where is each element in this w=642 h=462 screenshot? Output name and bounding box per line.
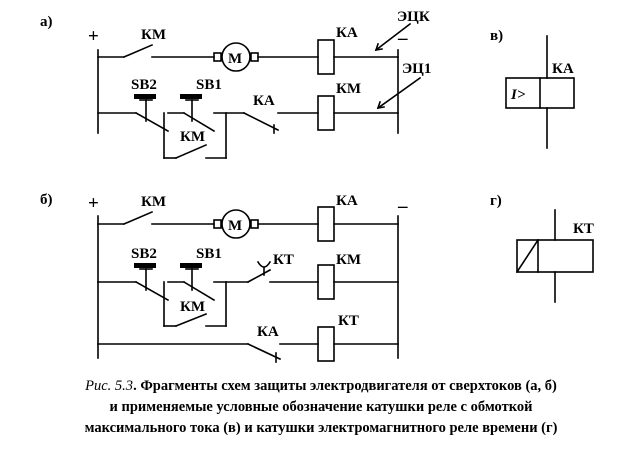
label-km: КМ [141,27,166,43]
label-ka: КА [336,193,358,209]
label-km: КМ [180,129,205,145]
sb2-button-cap [134,263,156,268]
plus-sign: + [88,26,99,47]
label-ka: КА [257,324,279,340]
figure-caption: Рис. 5.3. Фрагменты схем защиты электрод… [0,376,642,439]
label-kt: КТ [273,252,294,268]
label-km: КМ [336,81,361,97]
minus-sign: – [397,28,408,49]
label-sb1: SB1 [196,77,222,93]
panel-a-circuit [97,22,422,160]
panel-label-g: г) [490,193,502,209]
label-sb2: SB2 [131,246,157,262]
panel-g-symbol [515,209,594,303]
plus-sign: + [88,193,99,214]
minus-sign: – [397,196,408,217]
sb2-button-cap [134,94,156,99]
panel-label-v: в) [490,28,503,44]
panel-b-circuit [97,206,399,363]
label-sb1: SB1 [196,246,222,262]
caption-line-1: Рис. 5.3. Фрагменты схем защиты электрод… [85,378,557,394]
label-km: КМ [336,252,361,268]
label-kt: КТ [338,313,359,329]
label-sb2: SB2 [131,77,157,93]
figure-number: Рис. 5.3 [85,378,134,394]
panel-label-a: а) [40,14,53,30]
sb1-button-cap [180,94,202,99]
label-ec1: ЭЦ1 [402,61,431,77]
label-km: КМ [180,299,205,315]
relay-label-kt: КТ [573,221,594,237]
label-ka: КА [253,93,275,109]
caption-line-2: и применяемые условные обозначение катуш… [109,399,533,415]
sb1-button-cap [180,263,202,268]
panel-v-symbol [505,35,575,149]
label-eck: ЭЦК [397,9,430,25]
motor-label: М [228,51,242,67]
motor-label: М [228,218,242,234]
label-ka: КА [336,25,358,41]
overcurrent-symbol: I> [510,87,526,103]
label-km: КМ [141,194,166,210]
panel-label-b: б) [40,192,53,208]
relay-label-ka: КА [552,61,574,77]
caption-line-3: максимального тока (в) и катушки электро… [84,420,558,436]
